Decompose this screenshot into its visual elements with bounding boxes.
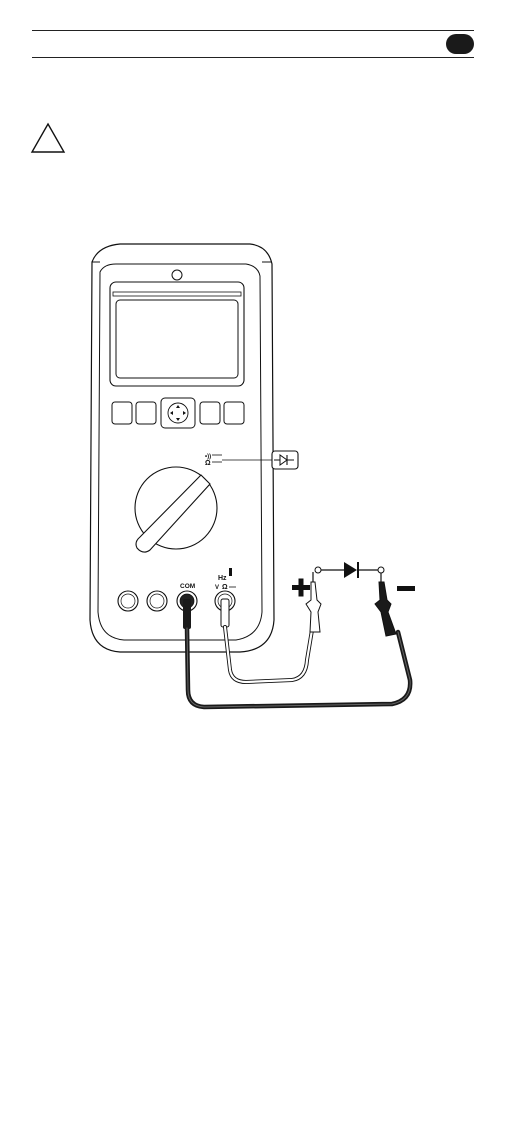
soft-key-1 xyxy=(112,402,132,424)
soft-key-3 xyxy=(200,402,220,424)
red-probe xyxy=(306,572,321,632)
meter-top-hole xyxy=(172,270,182,280)
black-probe xyxy=(375,572,396,636)
multimeter-diode-test-figure: •)) Ω COM Hz V Ω xyxy=(80,236,430,720)
soft-key-4 xyxy=(224,402,244,424)
black-lead-plug xyxy=(183,599,191,629)
v-jack-label: V xyxy=(215,585,219,591)
negative-sign-icon xyxy=(397,586,415,591)
diode-cathode-terminal xyxy=(378,567,384,573)
warning-triangle-icon xyxy=(30,122,66,154)
com-jack-label: COM xyxy=(180,583,195,590)
display-screen xyxy=(116,300,238,378)
dial-symbol-ohm: Ω xyxy=(205,460,211,467)
diode-under-test-icon xyxy=(344,562,358,578)
chapter-tab-badge xyxy=(446,34,474,54)
positive-sign-icon xyxy=(292,579,310,597)
diode-anode-terminal xyxy=(315,567,321,573)
header-rule-top xyxy=(32,30,474,31)
header-rule-bottom xyxy=(32,57,474,58)
hz-jack-label: Hz xyxy=(218,575,227,582)
red-lead-plug xyxy=(221,599,229,627)
soft-key-2 xyxy=(136,402,156,424)
ohm-jack-label: Ω xyxy=(222,584,228,591)
